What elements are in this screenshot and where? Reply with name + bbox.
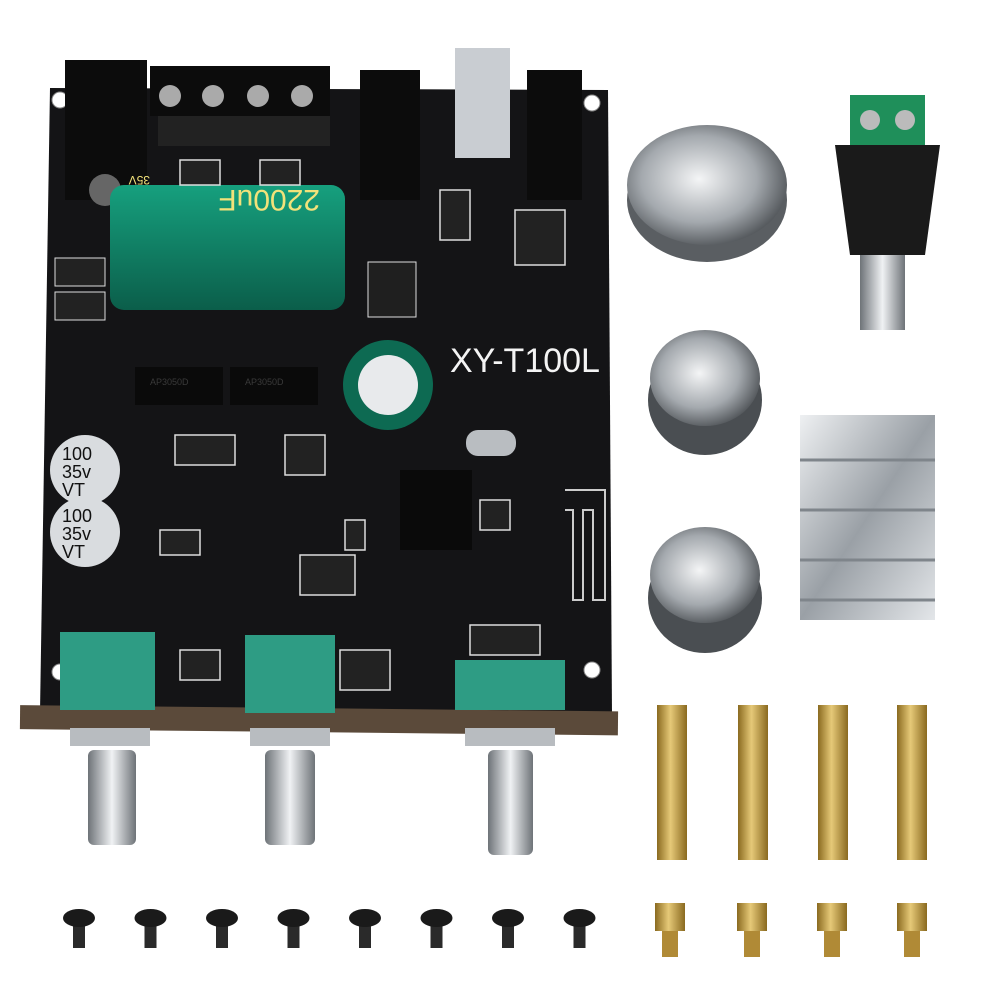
long-standoffs [657,705,927,860]
potentiometer [60,632,155,845]
antenna [565,489,606,601]
screw [134,909,167,948]
front-panel [19,705,619,736]
board-model-label: XY-T100L [450,342,600,380]
screw [206,909,238,948]
audio-jack-1 [360,70,420,200]
standoff [817,903,847,957]
amplifier-chips: AP3050D AP3050D [135,367,318,405]
standoff [737,903,767,957]
standoff [738,705,768,860]
power-switch [455,48,510,158]
screw [349,909,381,948]
heatsink [800,415,935,620]
standoff [818,705,848,860]
screw [420,909,453,948]
potentiometer [455,660,565,855]
capacitor-voltage: 35V [129,173,150,187]
screw [563,909,596,948]
screw [63,909,95,948]
small-capacitor: 100 35v VT [50,497,120,567]
svg-text:100: 100 [62,444,92,464]
bluetooth-chip [400,470,472,550]
amplifier-board: 2200uF 35V AP3050D AP3050D XY-T100L 100 … [19,48,619,855]
svg-text:100: 100 [62,506,92,526]
short-standoffs [655,903,927,957]
main-capacitor: 2200uF 35V [110,173,345,310]
small-knob [648,330,762,455]
standoff [655,903,685,957]
small-capacitor: 100 35v VT [50,435,120,505]
screws [63,909,596,948]
small-knob [648,527,762,653]
screw [277,909,310,948]
chip-label: AP3050D [245,377,284,387]
chip-label: AP3050D [150,377,189,387]
svg-text:35v: 35v [62,524,91,544]
screw [492,909,524,948]
capacitor-label: 2200uF [218,183,320,216]
svg-text:VT: VT [62,480,85,500]
standoff [657,705,687,860]
svg-text:VT: VT [62,542,85,562]
standoff [897,705,927,860]
dc-adapter [835,95,940,330]
svg-text:35v: 35v [62,462,91,482]
standoff [897,903,927,957]
large-knob [627,125,787,262]
audio-jack-2 [527,70,582,200]
potentiometer [245,635,335,845]
